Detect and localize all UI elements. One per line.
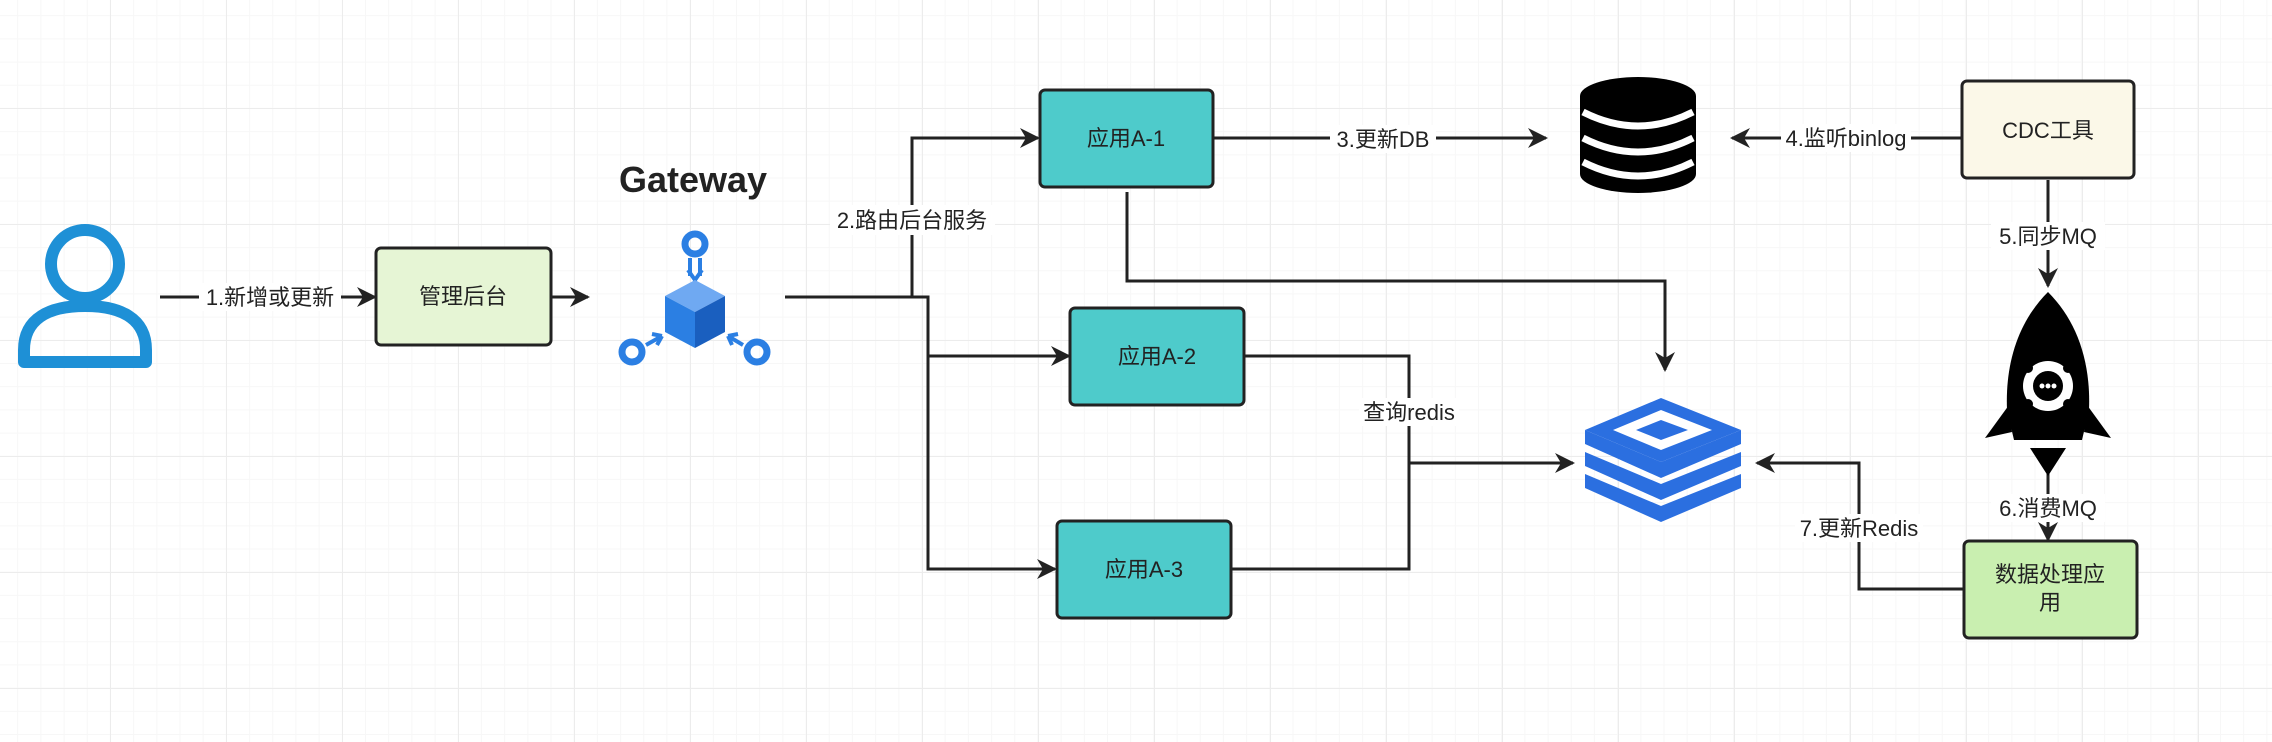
user-icon xyxy=(18,224,152,368)
edge-label-query: 查询redis xyxy=(1359,398,1459,426)
svg-text:应用A-3: 应用A-3 xyxy=(1105,557,1183,582)
svg-text:5.同步MQ: 5.同步MQ xyxy=(1999,224,2097,249)
node-app1[interactable]: 应用A-1 xyxy=(1038,88,1215,189)
gateway-cube-icon xyxy=(618,230,771,366)
svg-text:1.新增或更新: 1.新增或更新 xyxy=(206,285,334,310)
node-cdc[interactable]: CDC工具 xyxy=(1960,79,2136,180)
svg-text:应用A-2: 应用A-2 xyxy=(1118,344,1196,369)
svg-text:CDC工具: CDC工具 xyxy=(2002,118,2094,143)
svg-text:应用A-1: 应用A-1 xyxy=(1087,126,1165,151)
edge-app1-to-redis xyxy=(1125,192,1675,372)
node-admin[interactable]: 管理后台 xyxy=(374,246,553,347)
redis-icon xyxy=(1585,398,1741,522)
edge-gateway-to-app2 xyxy=(912,295,1071,366)
svg-text:4.监听binlog: 4.监听binlog xyxy=(1785,126,1906,151)
node-app3[interactable]: 应用A-3 xyxy=(1055,519,1233,620)
edge-label-6: 6.消费MQ xyxy=(1991,494,2105,522)
svg-text:2.路由后台服务: 2.路由后台服务 xyxy=(837,208,987,233)
database-icon xyxy=(1580,77,1696,193)
svg-text:查询redis: 查询redis xyxy=(1363,400,1455,425)
edge-label-1: 1.新增或更新 xyxy=(199,283,341,311)
edge-label-4: 4.监听binlog xyxy=(1781,124,1911,152)
edge-labels: 1.新增或更新 2.路由后台服务 3.更新DB 4.监听binlog 5.同步M… xyxy=(199,124,2105,542)
edge-label-2: 2.路由后台服务 xyxy=(830,205,995,235)
svg-text:6.消费MQ: 6.消费MQ xyxy=(1999,496,2097,521)
svg-text:用: 用 xyxy=(2039,590,2061,615)
edge-label-5: 5.同步MQ xyxy=(1991,222,2105,250)
rocketmq-icon xyxy=(1985,292,2111,476)
edge-app3-to-redis xyxy=(1231,463,1411,571)
node-processor[interactable]: 数据处理应 用 xyxy=(1962,539,2139,640)
edge-label-3: 3.更新DB xyxy=(1330,125,1436,153)
edge-gateway-to-app3 xyxy=(926,356,1057,579)
svg-text:7.更新Redis: 7.更新Redis xyxy=(1800,516,1919,541)
edge-label-7: 7.更新Redis xyxy=(1795,514,1923,542)
gateway-title: Gateway xyxy=(619,159,767,200)
svg-text:管理后台: 管理后台 xyxy=(419,284,507,309)
svg-text:3.更新DB: 3.更新DB xyxy=(1337,127,1430,152)
svg-text:数据处理应: 数据处理应 xyxy=(1995,562,2105,587)
node-app2[interactable]: 应用A-2 xyxy=(1068,306,1246,407)
